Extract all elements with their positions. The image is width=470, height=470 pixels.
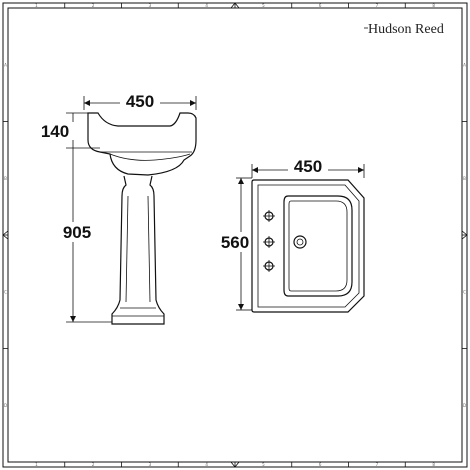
center-mark-left — [2, 230, 9, 240]
frame-number-bottom: 3 — [149, 462, 152, 467]
center-mark-bottom — [230, 461, 240, 468]
label-bg — [120, 92, 160, 108]
center-mark-top — [230, 2, 240, 9]
frame-number-bottom: 7 — [376, 462, 379, 467]
frame-number-top: 3 — [149, 3, 152, 8]
total-height-label: 905 — [63, 223, 91, 242]
frame-number-top: 2 — [92, 3, 95, 8]
arrow-left — [84, 100, 90, 106]
pedestal-inner-left — [125, 195, 129, 303]
label-bg — [38, 122, 74, 140]
arrow-right — [358, 167, 364, 173]
basin-inner-curve — [109, 153, 191, 161]
frame-number-bottom: 8 — [432, 462, 435, 467]
frame-number-top: 5 — [262, 3, 265, 8]
label-bg — [216, 232, 254, 252]
bowl-height-label: 140 — [41, 122, 69, 141]
plan-outer-outline — [251, 179, 365, 313]
frame-letter-right: D — [463, 403, 466, 408]
label-bg — [58, 222, 98, 242]
frame-number-top: 6 — [319, 3, 322, 8]
frame-ticks — [3, 3, 467, 467]
frame-letter-left: B — [4, 176, 7, 181]
plan-width-label: 450 — [294, 157, 322, 176]
frame-letter-left: D — [4, 403, 7, 408]
frame-number-bottom: 5 — [262, 462, 265, 467]
pedestal-outline — [111, 175, 165, 325]
basin-outline — [87, 112, 197, 176]
arrow-left — [252, 167, 258, 173]
frame-number-top: 8 — [432, 3, 435, 8]
plan-bowl-outline — [283, 195, 353, 297]
tap-hole-top — [263, 210, 275, 222]
arrow-bottom — [70, 316, 76, 322]
drain-inner — [296, 238, 304, 246]
plan-view: 450 560 — [216, 157, 365, 313]
pedestal-inner-right — [147, 195, 151, 303]
arrow-bottom — [238, 304, 244, 310]
center-mark-right — [461, 230, 468, 240]
frame-number-bottom: 2 — [92, 462, 95, 467]
drain-outer — [293, 235, 307, 249]
frame-letter-right: A — [463, 62, 466, 67]
side-view: 450 140 905 — [38, 92, 197, 325]
plan-inner-outline — [257, 184, 360, 308]
arrow-right — [190, 100, 196, 106]
brand-logo: Hudson Reed — [368, 22, 444, 37]
tap-hole-middle — [263, 236, 275, 248]
plan-bowl-inner — [288, 200, 348, 292]
frame-number-top: 7 — [376, 3, 379, 8]
frame-letter-left: A — [4, 62, 7, 67]
label-bg — [288, 158, 328, 174]
frame-number-bottom: 6 — [319, 462, 322, 467]
frame-number-bottom: 4 — [205, 462, 208, 467]
side-width-label: 450 — [126, 92, 154, 111]
tap-hole-bottom — [263, 260, 275, 272]
frame-number-bottom: 1 — [35, 462, 38, 467]
frame-letter-right: C — [463, 289, 466, 294]
plan-depth-label: 560 — [221, 233, 249, 252]
frame-letter-left: C — [4, 289, 7, 294]
frame-number-top: 1 — [35, 3, 38, 8]
arrow-top — [238, 178, 244, 184]
frame-number-top: 4 — [205, 3, 208, 8]
frame-letter-right: B — [463, 176, 466, 181]
